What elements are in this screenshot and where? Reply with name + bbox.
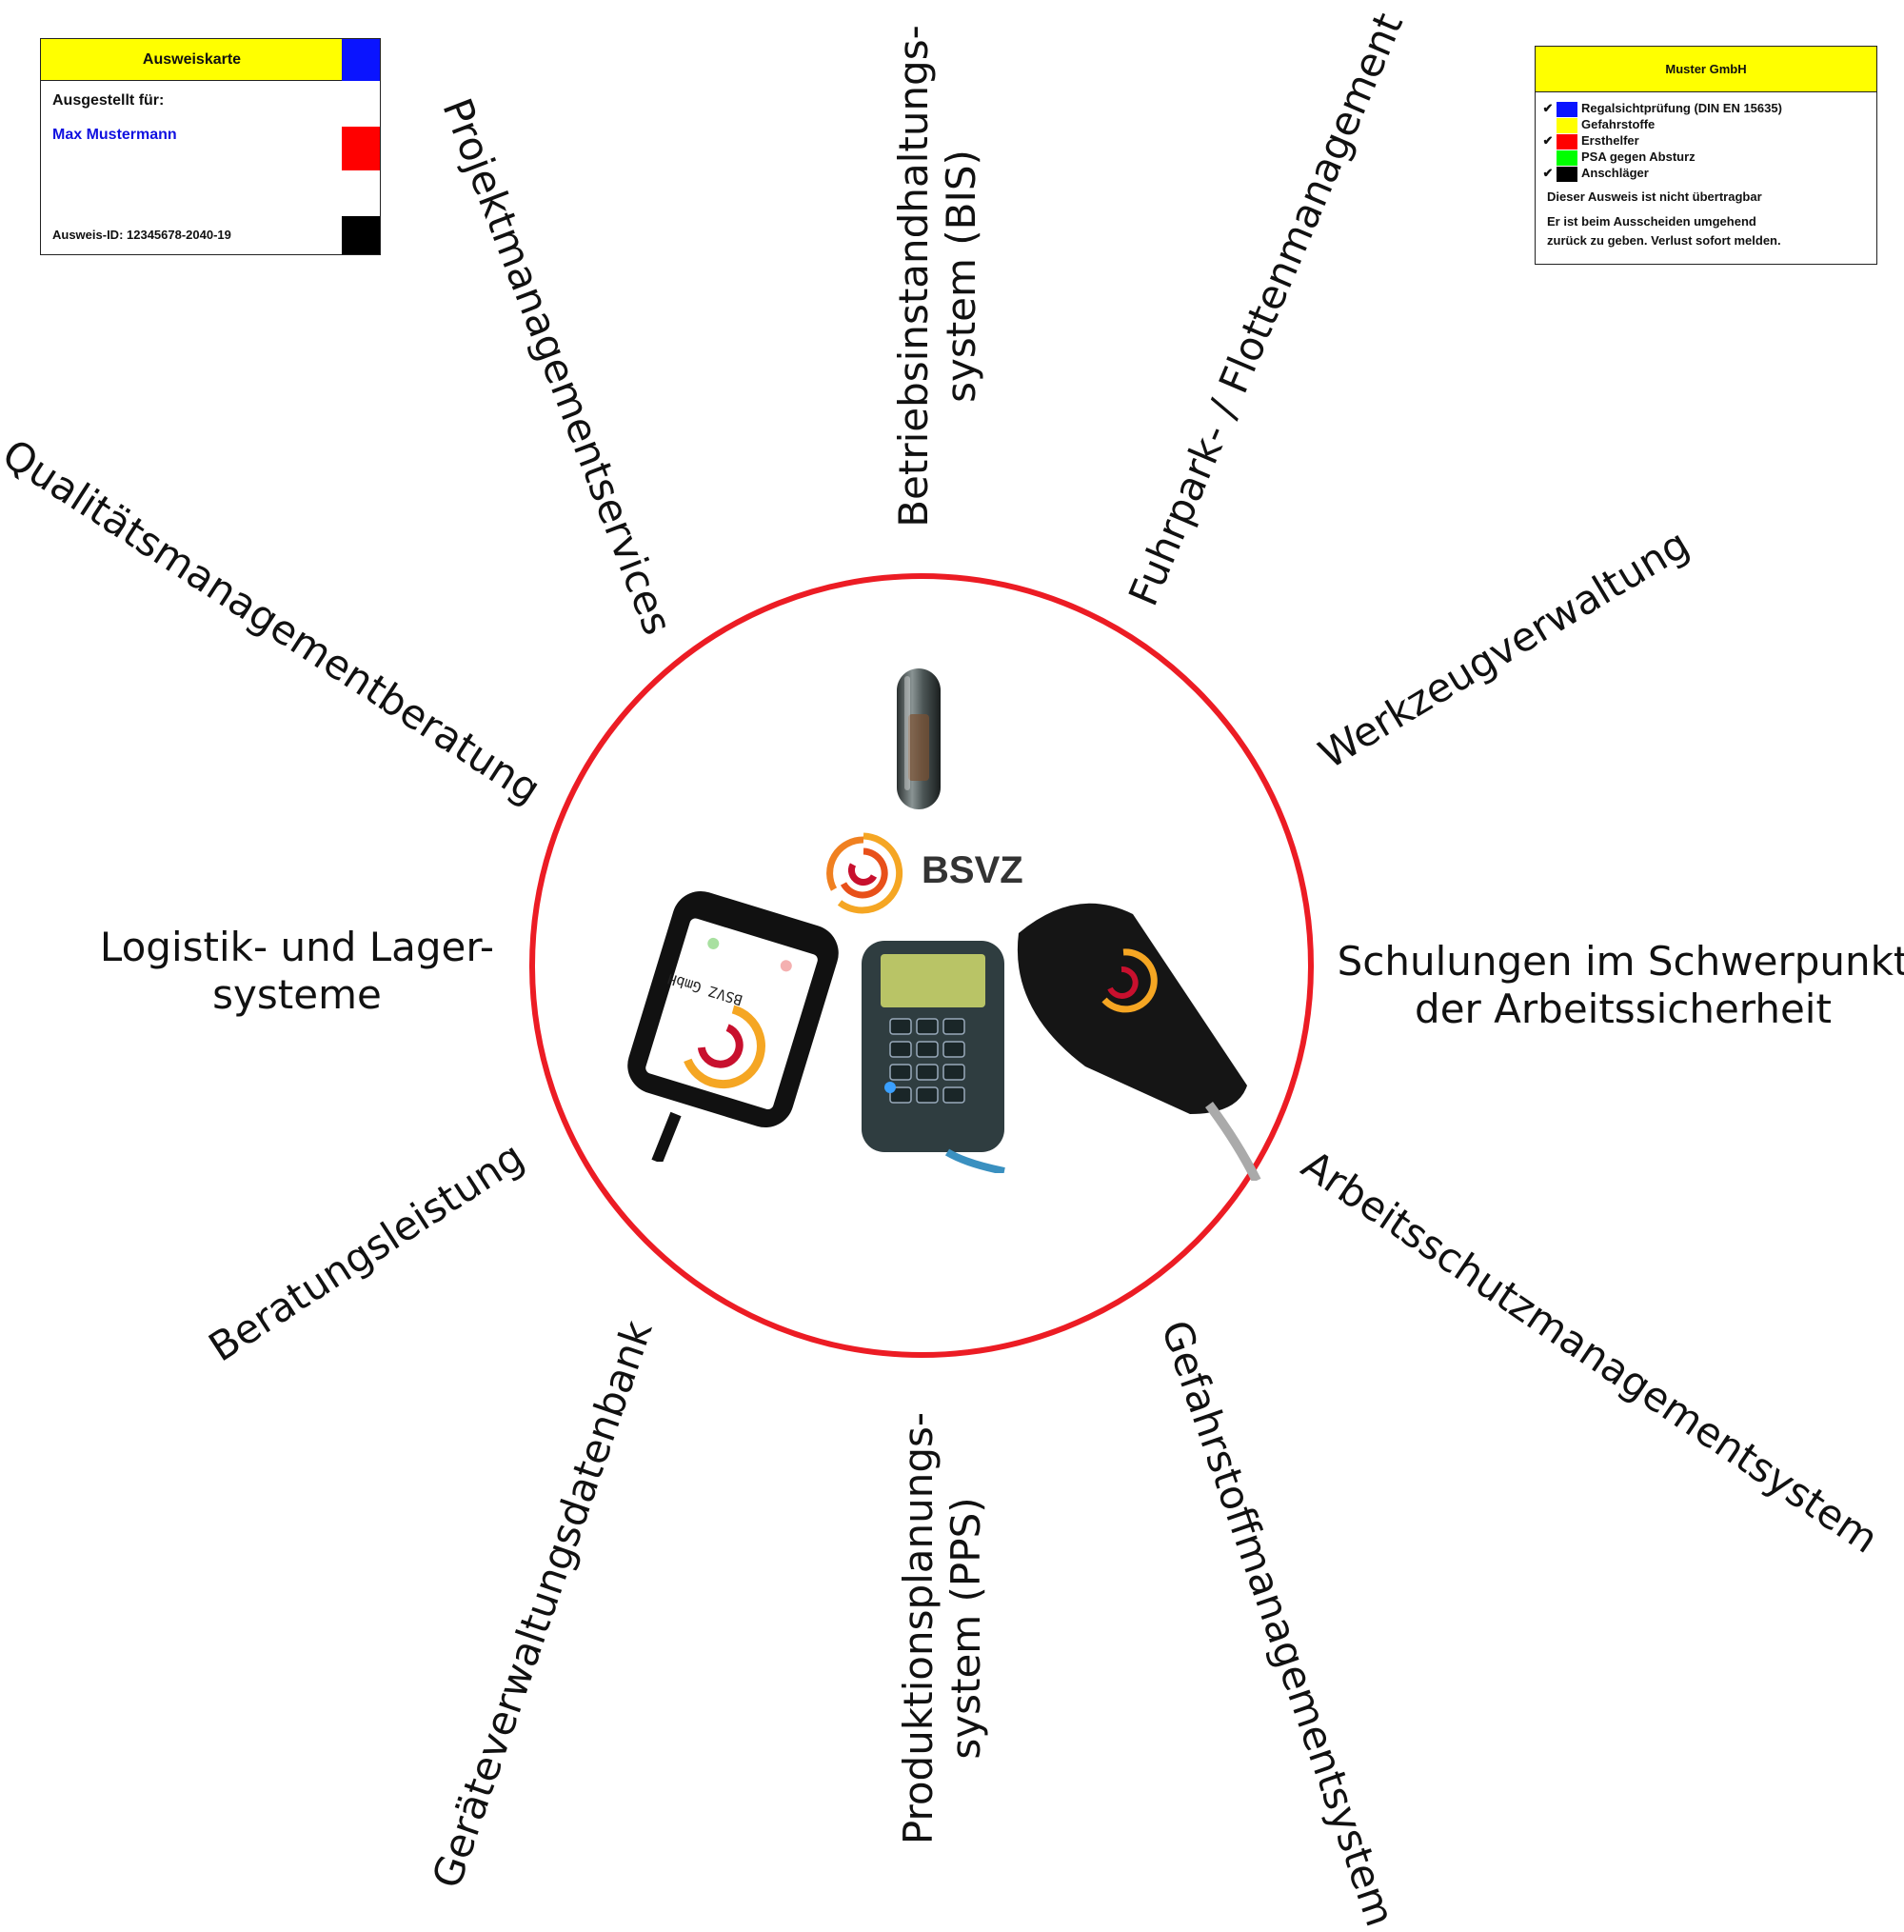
service-beratungsleistung: Beratungsleistung <box>200 1132 532 1371</box>
handheld-terminal-device <box>862 941 1005 1173</box>
service-pps-line-2: system (PPS) <box>942 1497 989 1760</box>
checkmark-icon: ✔ <box>1542 133 1554 148</box>
service-pps-line-1: Produktionsplanungs- <box>895 1411 942 1845</box>
company-card-title: Muster GmbH <box>1536 47 1876 92</box>
color-swatch <box>1557 117 1577 133</box>
service-logistik-line-1: Logistik- und Lager- <box>99 924 495 970</box>
id-card-holder-name: Max Mustermann <box>52 127 177 143</box>
company-card-item: ✔ Anschläger <box>1539 165 1649 182</box>
id-card-strip-blue <box>342 39 380 81</box>
service-schulungen-line-2: der Arbeitssicherheit <box>1415 986 1832 1032</box>
id-card-issued-label: Ausgestellt für: <box>52 92 165 109</box>
color-swatch <box>1557 166 1577 182</box>
service-bis-line-2: system (BIS) <box>938 149 984 403</box>
service-bis: Betriebsinstandhaltungs- system (BIS) <box>890 25 985 528</box>
company-card-item-label: PSA gegen Absturz <box>1581 149 1696 164</box>
service-geraeteverwaltung: Geräteverwaltungsdatenbank <box>423 1314 662 1894</box>
service-logistik-line-2: systeme <box>212 971 382 1018</box>
service-fuhrpark: Fuhrpark- / Flottenmanagement <box>1119 6 1413 613</box>
service-schulungen-line-1: Schulungen im Schwerpunkt <box>1337 938 1904 985</box>
company-card-item: PSA gegen Absturz <box>1539 149 1696 166</box>
service-pps: Produktionsplanungs- system (PPS) <box>895 1412 990 1844</box>
checkmark-icon: ✔ <box>1542 101 1554 115</box>
bsvz-logo-text: BSVZ <box>922 849 1023 891</box>
service-projektmanagement: Projektmanagementservices <box>433 91 682 642</box>
service-logistik: Logistik- und Lager- systeme <box>100 924 494 1019</box>
desktop-reader-device <box>1017 903 1261 1181</box>
id-card-id-text: Ausweis-ID: 12345678-2040-19 <box>52 228 231 242</box>
color-swatch <box>1557 133 1577 149</box>
service-gefahrstoff: Gefahrstoffmanagementsystem <box>1152 1314 1404 1932</box>
color-swatch <box>1557 101 1577 117</box>
checkmark-icon: ✔ <box>1542 166 1554 180</box>
id-card-strip-black <box>342 216 380 254</box>
company-card-item-label: Anschläger <box>1581 166 1649 180</box>
id-card-strip-red <box>342 127 380 170</box>
bsvz-logo-icon <box>826 832 903 914</box>
company-card: Muster GmbH ✔ Regalsichtprüfung (DIN EN 1… <box>1535 46 1877 265</box>
center-ring <box>529 573 1314 1358</box>
service-qualitaetsmanagement: Qualitätsmanagementberatung <box>0 429 549 813</box>
company-card-note-2: Er ist beim Ausscheiden umgehend <box>1547 214 1756 229</box>
id-card-strip-white-2 <box>342 170 380 216</box>
service-schulungen: Schulungen im Schwerpunkt der Arbeitssic… <box>1338 938 1904 1033</box>
color-swatch <box>1557 149 1577 166</box>
service-arbeitsschutz: Arbeitsschutzmanagementsystem <box>1293 1141 1887 1563</box>
id-card: Ausweiskarte Ausgestellt für: Max Muster… <box>40 38 381 255</box>
rfid-reader-device <box>627 890 839 1162</box>
company-card-item-label: Ersthelfer <box>1581 133 1639 148</box>
company-card-item-label: Gefahrstoffe <box>1581 117 1656 131</box>
service-werkzeugverwaltung: Werkzeugverwaltung <box>1310 520 1697 778</box>
company-card-item: ✔ Ersthelfer <box>1539 132 1639 149</box>
id-card-title: Ausweiskarte <box>41 39 344 81</box>
service-bis-line-1: Betriebsinstandhaltungs- <box>890 25 937 528</box>
company-card-item: ✔ Regalsichtprüfung (DIN EN 15635) <box>1539 100 1782 117</box>
company-card-item-label: Regalsichtprüfung (DIN EN 15635) <box>1581 101 1782 115</box>
glass-transponder-icon <box>897 668 941 809</box>
company-card-note-1: Dieser Ausweis ist nicht übertragbar <box>1547 189 1762 204</box>
company-card-note-3: zurück zu geben. Verlust sofort melden. <box>1547 233 1781 248</box>
company-card-item: Gefahrstoffe <box>1539 116 1656 133</box>
